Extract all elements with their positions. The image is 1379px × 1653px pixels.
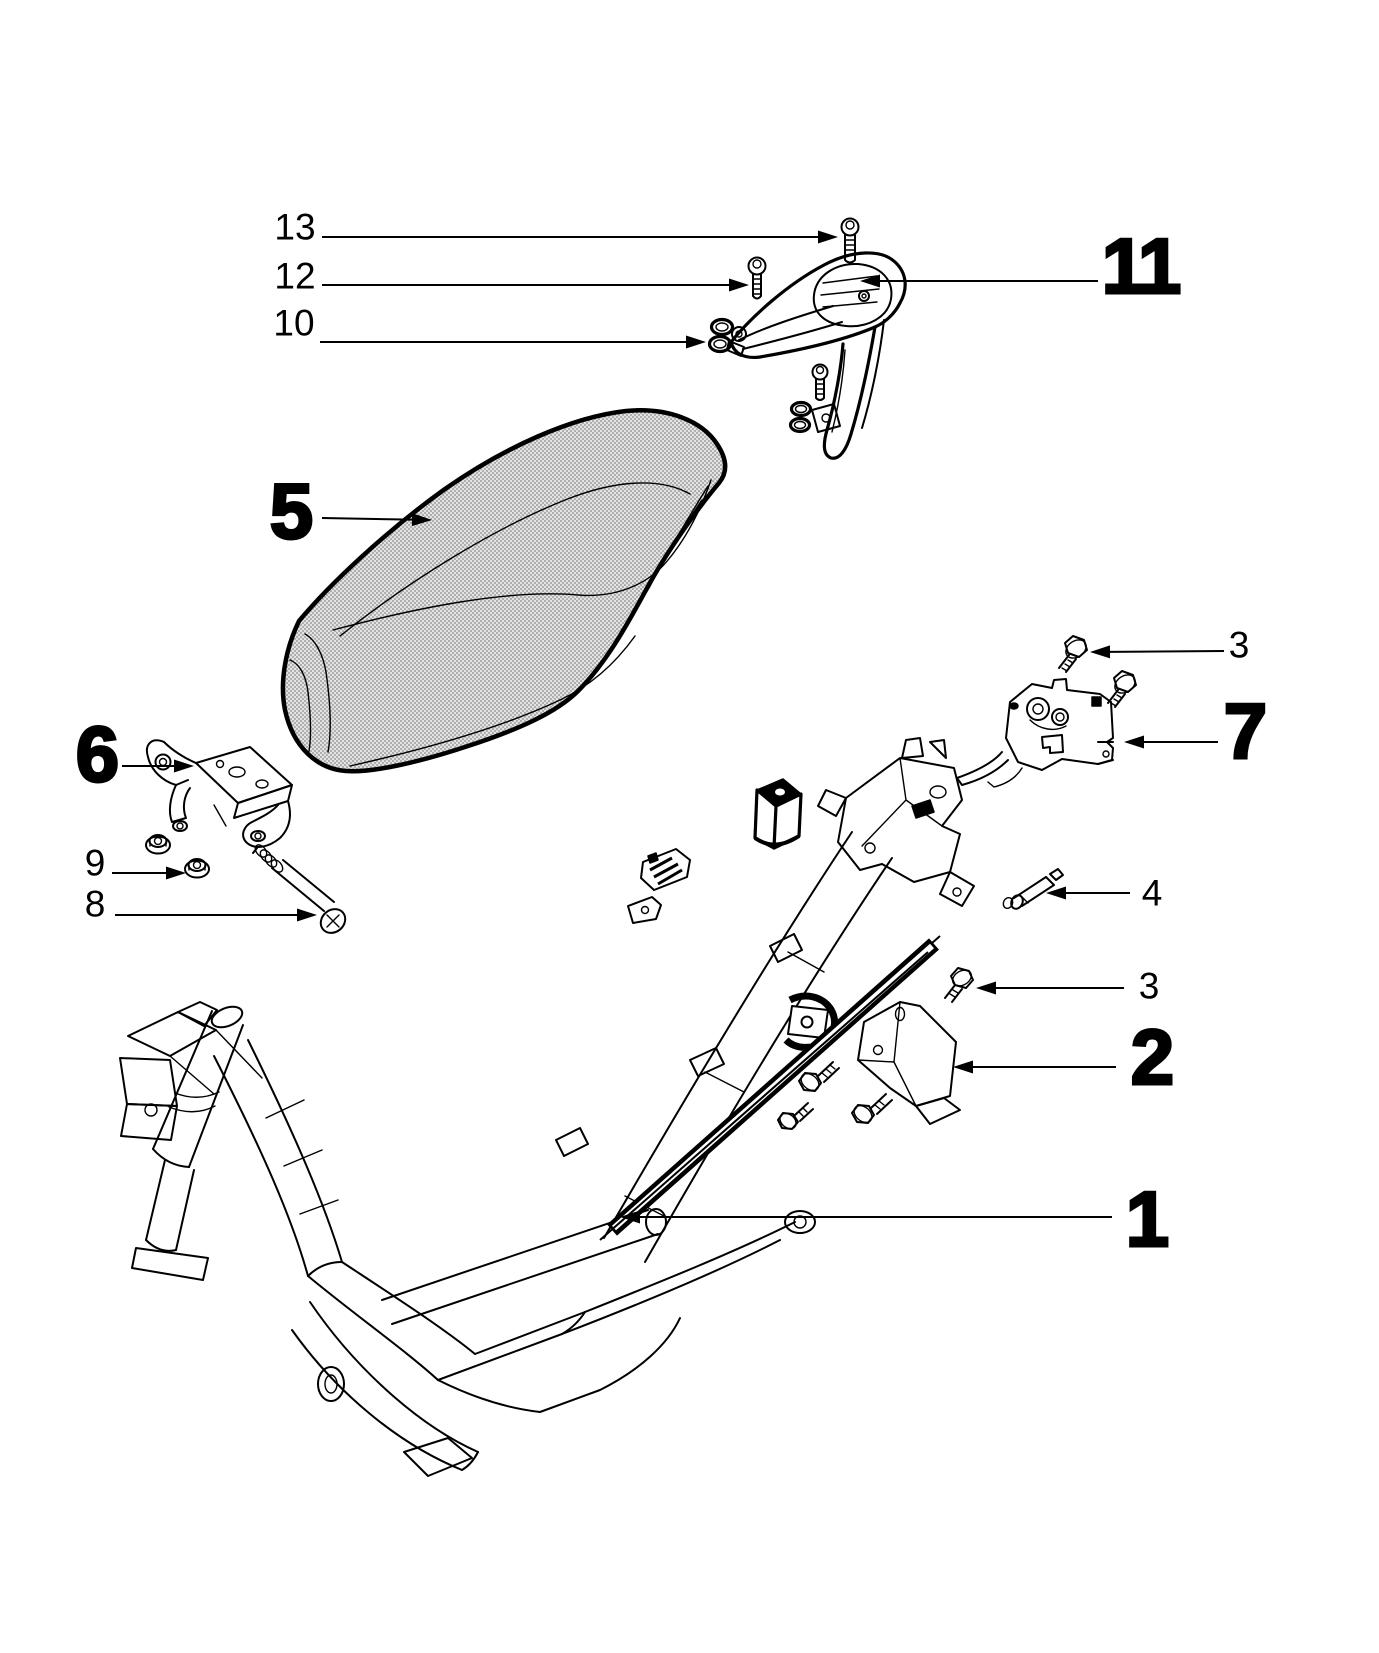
callout-leaders xyxy=(112,230,1225,1224)
callout-7-arrowhead xyxy=(1124,735,1144,749)
seat-lock-illustration xyxy=(956,635,1137,788)
seat-hinge-bracket-illustration xyxy=(146,739,293,848)
callout-9-arrowhead xyxy=(166,866,186,880)
callout-3b-arrowhead xyxy=(976,981,996,995)
callout-5-arrowhead xyxy=(411,513,432,527)
callout-10-arrowhead xyxy=(686,335,706,349)
callout-6-arrowhead xyxy=(174,759,194,773)
rack-fasteners-illustration xyxy=(707,217,860,434)
spacer-pin-illustration xyxy=(1002,868,1064,910)
callout-11-arrowhead xyxy=(860,274,880,288)
callout-2-arrowhead xyxy=(953,1060,973,1074)
callout-13-arrowhead xyxy=(818,230,838,244)
callout-1-arrowhead xyxy=(620,1210,640,1224)
callout-3a-arrowhead xyxy=(1090,645,1111,659)
callout-12-arrowhead xyxy=(729,278,749,292)
callout-3a-leader-line xyxy=(1109,650,1225,653)
saddle-seat-illustration xyxy=(280,408,728,774)
support-bracket-illustration xyxy=(777,967,974,1130)
callout-4-arrowhead xyxy=(1046,886,1066,900)
hinge-bolt-illustration xyxy=(252,844,347,934)
callout-8-arrowhead xyxy=(297,908,317,922)
callout-5-leader-line xyxy=(321,517,413,521)
flange-nuts-illustration xyxy=(145,834,210,879)
main-frame-illustration xyxy=(119,737,975,1477)
